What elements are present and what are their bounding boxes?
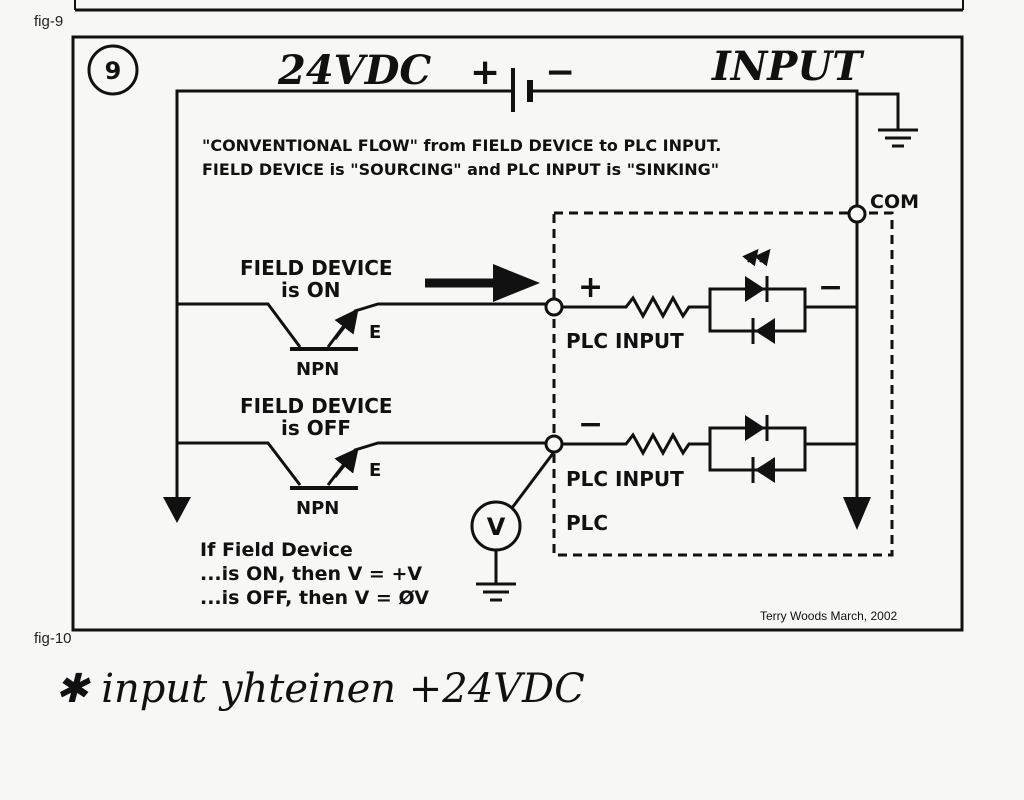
description-line-2: FIELD DEVICE is "SOURCING" and PLC INPUT… — [202, 160, 719, 179]
device-on-plus-label: + — [578, 270, 603, 305]
note-line-2: ...is ON, then V = +V — [200, 563, 422, 585]
note-line-3: ...is OFF, then V = ØV — [200, 587, 429, 609]
note-line-1: If Field Device — [200, 539, 353, 561]
device-off-transistor-label: NPN — [296, 498, 339, 519]
device-off-emitter-arrow — [333, 447, 359, 478]
device-off-title-line-2: is OFF — [281, 416, 351, 440]
device-off-wire — [177, 441, 546, 486]
device-on-wire — [177, 302, 546, 348]
voltmeter-ground-icon — [476, 582, 516, 602]
device-off-optocoupler — [708, 415, 807, 483]
device-on-input-wire — [562, 294, 857, 320]
figure-number-badge: 9 — [87, 44, 139, 96]
signature: Terry Woods March, 2002 — [760, 609, 897, 623]
plc-boundary — [552, 211, 894, 557]
voltmeter-probe-wire — [510, 451, 556, 509]
device-off-emitter-label: E — [369, 460, 381, 481]
left-rail-arrow-icon — [163, 497, 191, 523]
com-terminal — [847, 204, 867, 224]
device-on-optocoupler — [708, 276, 807, 344]
device-off-input-wire — [562, 431, 857, 457]
supply-minus: − — [545, 52, 575, 93]
com-label: COM — [870, 191, 919, 213]
supply-wire — [175, 89, 859, 497]
battery-symbol — [511, 68, 533, 112]
device-off-input-terminal — [544, 434, 564, 454]
device-on-plc-input-label: PLC INPUT — [566, 329, 684, 353]
supply-plus: + — [470, 52, 500, 93]
device-on-minus-label: − — [818, 270, 843, 305]
device-off-plc-input-label: PLC INPUT — [566, 467, 684, 491]
caption-top: fig-9 — [34, 13, 63, 30]
device-on-title-line-2: is ON — [281, 278, 340, 302]
ground-wire — [857, 92, 900, 130]
device-off-title-line-1: FIELD DEVICE — [240, 394, 393, 418]
description-line-1: "CONVENTIONAL FLOW" from FIELD DEVICE to… — [202, 136, 721, 155]
device-on-title-line-1: FIELD DEVICE — [240, 256, 393, 280]
device-on-emitter-arrow — [333, 308, 359, 340]
input-label: INPUT — [711, 43, 865, 90]
device-on-transistor-label: NPN — [296, 359, 339, 380]
light-emission-icon — [742, 248, 771, 267]
device-off-minus-label: − — [578, 407, 603, 442]
caption-bottom: fig-10 — [34, 630, 72, 647]
plc-label: PLC — [566, 511, 608, 535]
handwritten-note: ✱ input yhteinen +24VDC — [55, 666, 585, 712]
ground-icon — [878, 128, 918, 148]
figure-frame — [71, 35, 964, 632]
voltmeter-label: V — [487, 513, 506, 541]
device-on-emitter-label: E — [369, 322, 381, 343]
figure-number: 9 — [105, 57, 122, 85]
device-on-input-terminal — [544, 297, 564, 317]
flow-arrow-icon — [425, 264, 540, 302]
right-rail-arrow-icon — [843, 497, 871, 530]
supply-label: 24VDC — [277, 47, 431, 94]
